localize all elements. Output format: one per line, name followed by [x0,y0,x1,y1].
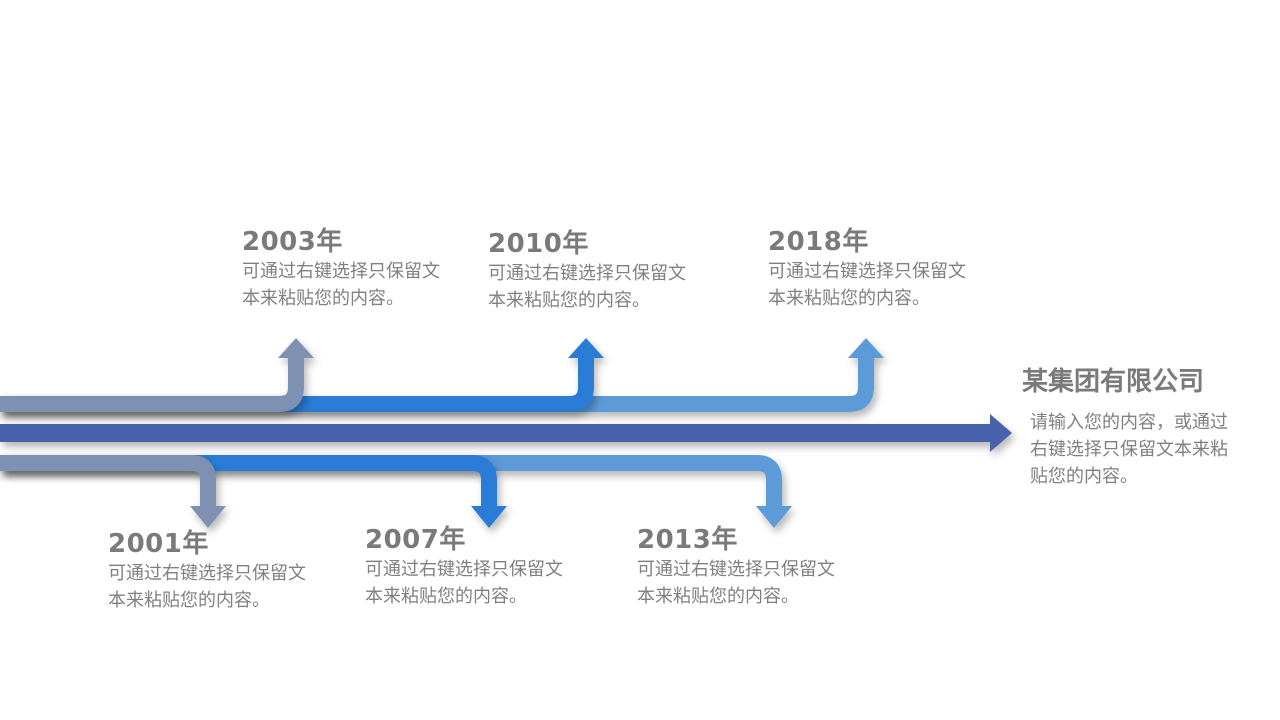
branch-arrow-2013 [0,455,792,528]
milestone-year: 2003年 [242,227,343,257]
milestone-year: 2010年 [488,229,589,259]
branch-arrow-2018 [0,338,884,412]
milestone-year: 2013年 [637,525,738,555]
milestone-desc: 可通过右键选择只保留文本来粘贴您的内容。 [488,263,686,311]
branch-arrow-2007 [0,455,507,528]
milestone-year: 2018年 [768,227,869,257]
milestone-2007: 2007年 可通过右键选择只保留文本来粘贴您的内容。 [365,524,605,610]
milestone-desc: 可通过右键选择只保留文本来粘贴您的内容。 [242,261,440,309]
branch-arrow-2001 [0,455,226,528]
milestone-year: 2007年 [365,525,466,555]
branch-arrow-2003 [0,338,314,412]
company-name: 某集团有限公司 [1022,367,1205,397]
milestone-2013: 2013年 可通过右键选择只保留文本来粘贴您的内容。 [637,524,877,610]
milestone-2001: 2001年 可通过右键选择只保留文本来粘贴您的内容。 [108,528,348,614]
milestone-2010: 2010年 可通过右键选择只保留文本来粘贴您的内容。 [488,228,728,314]
milestone-desc: 可通过右键选择只保留文本来粘贴您的内容。 [637,559,835,607]
milestone-2003: 2003年 可通过右键选择只保留文本来粘贴您的内容。 [242,226,482,312]
milestone-year: 2001年 [108,529,209,559]
milestone-desc: 可通过右键选择只保留文本来粘贴您的内容。 [108,563,306,611]
milestone-desc: 可通过右键选择只保留文本来粘贴您的内容。 [365,559,563,607]
main-timeline-arrow [0,414,1012,452]
company-block: 某集团有限公司 请输入您的内容，或通过右键选择只保留文本来粘贴您的内容。 [1022,365,1252,490]
milestone-desc: 可通过右键选择只保留文本来粘贴您的内容。 [768,261,966,309]
company-desc: 请输入您的内容，或通过右键选择只保留文本来粘贴您的内容。 [1030,412,1228,487]
milestone-2018: 2018年 可通过右键选择只保留文本来粘贴您的内容。 [768,226,1008,312]
branch-arrow-2010 [0,338,604,412]
